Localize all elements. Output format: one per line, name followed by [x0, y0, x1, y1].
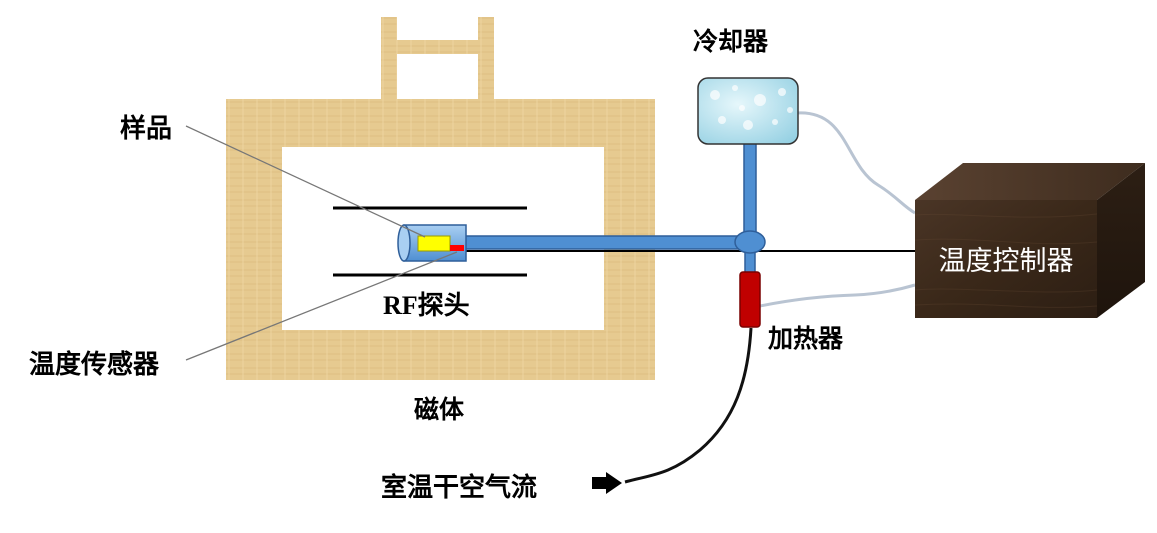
air-supply-tube: [624, 327, 753, 484]
rf-probe-label: RF探头: [383, 291, 470, 321]
magnet-frame: [226, 99, 655, 380]
pipe-junction: [734, 230, 766, 254]
temperature-controller: 温度控制器: [914, 163, 1145, 318]
controller-label: 温度控制器: [939, 246, 1074, 277]
sample: [417, 235, 451, 252]
magnet-handle-left: [381, 17, 397, 99]
heater-body: [739, 271, 761, 328]
cooler-box: [697, 77, 799, 145]
vertical-pipe-to-cooler: [743, 142, 757, 244]
heater-cable-line: [759, 283, 916, 308]
cooler-label: 冷却器: [693, 27, 769, 56]
heater-label: 加热器: [767, 324, 844, 353]
cooler-droplets: [710, 85, 793, 130]
controller-side-face: [1097, 163, 1145, 318]
magnet-handle-bar: [381, 40, 494, 54]
cooler: [697, 77, 799, 145]
sample-label: 样品: [120, 113, 172, 144]
magnet-handle-right: [478, 17, 494, 99]
cooler-cable-line: [796, 111, 916, 215]
rf-probe-label-prefix: RF: [383, 291, 418, 320]
air-flow-label: 室温干空气流: [381, 472, 537, 503]
magnet-label: 磁体: [414, 395, 465, 424]
air-flow-arrow: [592, 472, 622, 494]
rf-probe-label-suffix: 探头: [418, 291, 470, 321]
temperature-sensor: [450, 245, 464, 251]
sensor-leader-line: [185, 251, 458, 361]
probe-end-cap: [397, 224, 411, 262]
temp-sensor-label: 温度传感器: [29, 349, 160, 380]
horizontal-air-pipe: [461, 235, 753, 250]
controller-top-face: [915, 163, 1145, 200]
sample-leader-line: [185, 125, 426, 238]
probe-head: [397, 224, 467, 262]
magnet: [226, 17, 655, 380]
controller-front-face: [915, 200, 1097, 318]
